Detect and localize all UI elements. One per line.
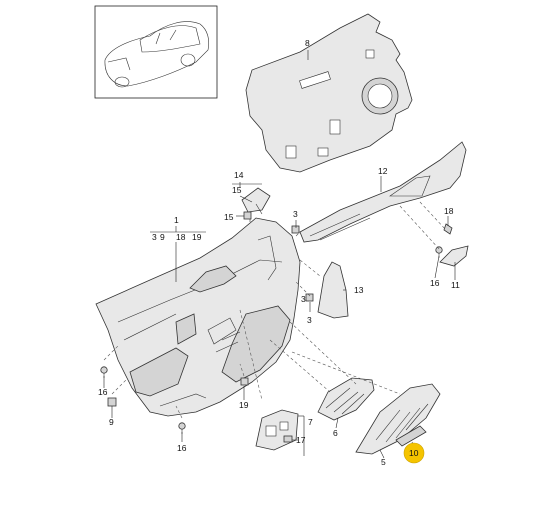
- callout-1-sub-18: 18: [176, 232, 186, 242]
- clip-3a[interactable]: [291, 225, 300, 234]
- leader-lines: [103, 50, 456, 459]
- callout-3c: 3: [307, 315, 312, 325]
- callout-3b: 3: [301, 294, 306, 304]
- callout-10: 10: [409, 448, 419, 458]
- part-1-door-trim-panel[interactable]: [95, 217, 301, 417]
- callout-5: 5: [381, 457, 386, 467]
- callout-18: 18: [444, 206, 454, 216]
- clip-9[interactable]: [107, 397, 117, 407]
- callout-1-sub-19: 19: [192, 232, 202, 242]
- callout-11: 11: [451, 280, 460, 290]
- callout-12: 12: [378, 166, 388, 176]
- highlight-callout-10: [403, 442, 425, 464]
- callout-1: 1: [174, 215, 179, 225]
- callout-9: 9: [109, 417, 114, 427]
- callout-8: 8: [305, 38, 310, 48]
- clip-19[interactable]: [240, 377, 249, 386]
- part-5-speaker-cover[interactable]: [355, 383, 441, 455]
- screw-16a[interactable]: [100, 366, 108, 378]
- part-12-trim-strip[interactable]: [299, 141, 467, 243]
- clip-15[interactable]: [243, 211, 252, 220]
- callout-3a: 3: [293, 209, 298, 219]
- part-11-cap[interactable]: [439, 245, 469, 267]
- part-17-clip[interactable]: [283, 435, 293, 443]
- callout-1-sub-3: 3: [152, 232, 157, 242]
- callout-15a: 15: [232, 185, 242, 195]
- part-13-cover[interactable]: [317, 261, 349, 319]
- clip-18[interactable]: [443, 223, 453, 235]
- part-8-door-insulation[interactable]: [245, 13, 413, 173]
- callout-16b: 16: [177, 443, 187, 453]
- part-10-badge[interactable]: [395, 425, 427, 447]
- car-thumbnail: [94, 5, 218, 99]
- callout-16a: 16: [98, 387, 108, 397]
- callout-15b: 15: [224, 212, 234, 222]
- callout-19: 19: [239, 400, 249, 410]
- callout-7: 7: [308, 417, 313, 427]
- callout-16c: 16: [430, 278, 440, 288]
- clip-3b[interactable]: [305, 293, 314, 302]
- dashed-lines: [103, 201, 447, 419]
- callout-17: 17: [296, 435, 306, 445]
- callout-6: 6: [333, 428, 338, 438]
- callout-13: 13: [354, 285, 364, 295]
- callout-1-sub-9: 9: [160, 232, 165, 242]
- part-7-switch-unit[interactable]: [255, 409, 299, 451]
- callout-14: 14: [234, 170, 244, 180]
- callout-labels: 8 12 14 15 15 3 1 3 9 18 19 18 16 11 13 …: [98, 38, 460, 467]
- part-6-speaker-grille[interactable]: [317, 377, 375, 421]
